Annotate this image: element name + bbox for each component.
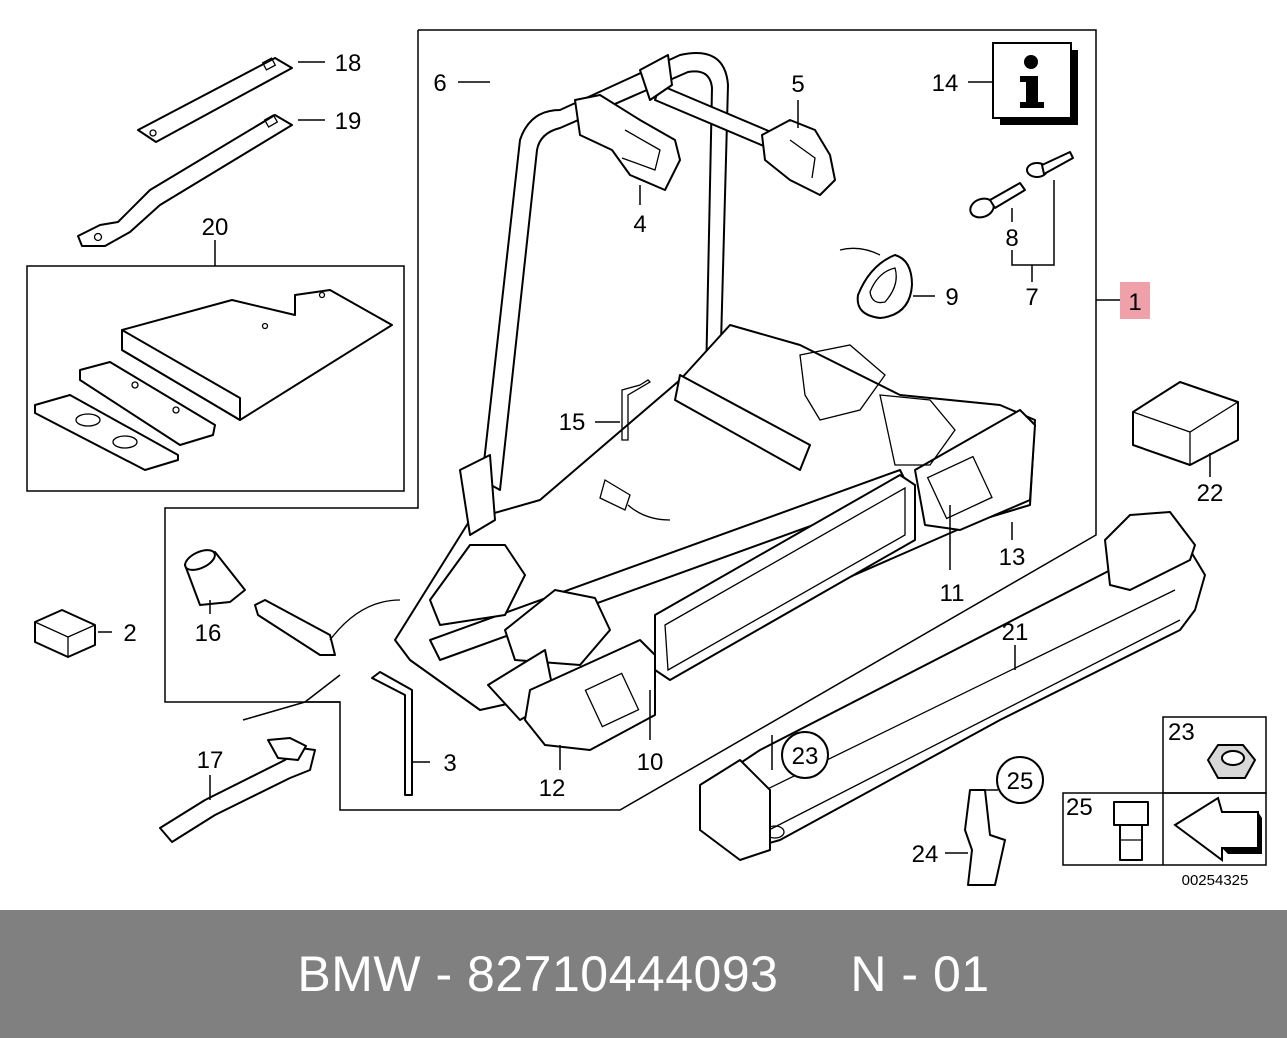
label-part-16: 16 [195,620,222,647]
block-2 [34,609,96,658]
bike-carrier-frame [394,52,1036,751]
lock-cylinder-7 [1026,151,1074,178]
hex-key-3 [371,671,413,796]
info-icon [992,42,1078,125]
label-part-19: 19 [335,108,362,135]
bracket-24 [964,789,1006,886]
label-part-20: 20 [202,214,229,241]
label-part-21: 21 [1002,619,1029,646]
label-part-11: 11 [940,580,965,607]
label-part-3: 3 [443,750,456,777]
label-part-6: 6 [433,70,446,97]
label-part-5: 5 [791,71,804,98]
circled-23-badge [781,731,829,779]
sleeve-16 [184,549,246,606]
label-part-22: 22 [1197,480,1224,507]
label-part-8: 8 [1005,225,1018,252]
drawing-code: 00254325 [1182,872,1249,889]
bolt-assembly [254,599,336,656]
label-part-17: 17 [197,747,224,774]
legend-label-25: 25 [1066,794,1093,821]
footer-variant: N - 01 [850,946,990,1002]
label-part-1: 1 [1128,289,1141,316]
strap-18 [137,57,293,143]
part-1-highlight [1120,282,1150,319]
label-part-14: 14 [932,70,959,97]
clamp-9 [839,247,913,319]
strap-19 [77,114,293,247]
label-circled-25: 25 [1007,768,1034,795]
bumper-carrier-21 [699,511,1206,861]
assembly-outline [164,29,1097,811]
label-part-12: 12 [539,775,566,802]
hardware-legend [1062,716,1267,866]
pin-15 [621,379,652,441]
box-22 [1132,381,1239,466]
footer-separator: - [421,946,468,1002]
legend-label-23: 23 [1168,719,1195,746]
label-part-7: 7 [1025,284,1038,311]
exploded-view: 1 2 3 4 5 6 7 8 9 10 11 12 13 14 15 16 1… [26,29,1267,889]
plate-set-20 [34,289,393,471]
label-circled-23: 23 [792,743,819,770]
label-part-4: 4 [633,211,646,238]
footer-bar: BMW - 82710444093 N - 01 [0,910,1287,1038]
footer-brand: BMW [297,946,422,1002]
label-part-10: 10 [637,749,664,776]
label-part-24: 24 [912,841,939,868]
footer-caption: BMW - 82710444093 N - 01 [297,945,989,1003]
label-part-15: 15 [559,409,586,436]
parts-diagram: 1 2 3 4 5 6 7 8 9 10 11 12 13 14 15 16 1… [26,29,1267,889]
label-part-13: 13 [999,544,1026,571]
footer-part-number: 82710444093 [467,946,779,1002]
label-part-2: 2 [123,620,136,647]
label-part-18: 18 [335,50,362,77]
key-8 [969,182,1026,219]
circled-25-badge [996,756,1044,804]
label-part-9: 9 [945,284,958,311]
wrench-17 [159,737,316,843]
